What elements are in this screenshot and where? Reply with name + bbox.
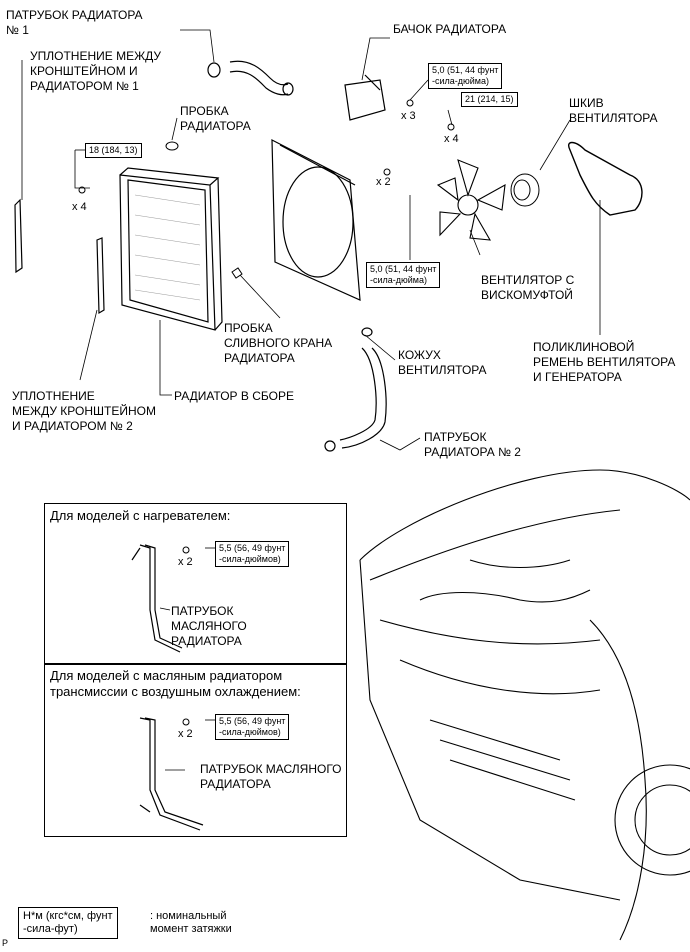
fan-pulley-shape [510,173,540,207]
torque-panel-a: 5,5 (56, 49 фунт -сила-дюймов) [215,541,290,567]
label-radiator-hose-1: ПАТРУБОК РАДИАТОРА № 1 [6,8,143,37]
qty-fan: x 4 [444,133,459,145]
fan-shroud-shape [271,139,361,301]
panel-oil-cooler-title: Для моделей с масляным радиатором трансм… [50,668,301,699]
label-fan-shroud: КОЖУХ ВЕНТИЛЯТОРА [398,348,487,377]
oil-cooler-hose-b [139,717,204,831]
label-seal-2: УПЛОТНЕНИЕ МЕЖДУ КРОНШТЕЙНОМ И РАДИАТОРО… [12,389,156,433]
seal-2 [96,237,105,315]
label-oil-cooler-hose-b: ПАТРУБОК МАСЛЯНОГО РАДИАТОРА [200,762,342,791]
radiator-assembly-shape [119,167,223,331]
radiator-cap-shape [165,141,179,151]
torque-shroud: 5,0 (51, 44 фунт -сила-дюйма) [366,262,441,288]
label-radiator-hose-2: ПАТРУБОК РАДИАТОРА № 2 [424,430,521,459]
bolts [78,99,455,726]
label-radiator-tank: БАЧОК РАДИАТОРА [393,22,507,36]
qty-radiator: x 4 [72,201,87,213]
qty-tank: x 3 [401,110,416,122]
label-radiator-assembly: РАДИАТОР В СБОРЕ [174,389,294,403]
legend-description: : номинальный момент затяжки [150,910,232,935]
torque-panel-b: 5,5 (56, 49 фунт -сила-дюймов) [215,714,290,740]
panel-heater-models [44,503,347,665]
label-fan-pulley: ШКИВ ВЕНТИЛЯТОРА [569,96,658,125]
v-ribbed-belt-shape [568,141,643,216]
radiator-hose-2 [324,327,387,452]
torque-tank: 5,0 (51, 44 фунт -сила-дюйма) [428,63,503,89]
torque-fan: 21 (214, 15) [461,92,518,107]
qty-panel-b: x 2 [178,728,193,740]
radiator-hose-1 [207,60,294,96]
torque-radiator: 18 (184, 13) [85,143,142,158]
drain-plug-shape [231,267,243,279]
oil-cooler-hose-a [131,544,183,653]
panel-oil-cooler-models [44,663,347,837]
corner-mark: P [2,938,9,948]
qty-panel-a: x 2 [178,556,193,568]
label-drain-plug: ПРОБКА СЛИВНОГО КРАНА РАДИАТОРА [224,321,333,365]
label-fan-fluid-coupling: ВЕНТИЛЯТОР С ВИСКОМУФТОЙ [481,273,575,302]
label-oil-cooler-hose-a: ПАТРУБОК МАСЛЯНОГО РАДИАТОРА [171,604,247,648]
fan-shape [436,159,506,241]
label-seal-1: УПЛОТНЕНИЕ МЕЖДУ КРОНШТЕЙНОМ И РАДИАТОРО… [30,49,162,93]
seal-1 [14,198,23,274]
qty-shroud: x 2 [376,176,391,188]
legend-unit-box: Н*м (кгс*см, фунт -сила-фут) [18,907,118,939]
vehicle-front-shape [359,469,690,941]
panel-heater-title: Для моделей с нагревателем: [50,508,231,523]
label-radiator-cap: ПРОБКА РАДИАТОРА [180,104,251,133]
radiator-tank-shape [344,74,386,121]
label-v-ribbed-belt: ПОЛИКЛИНОВОЙ РЕМЕНЬ ВЕНТИЛЯТОРА И ГЕНЕРА… [533,340,676,384]
